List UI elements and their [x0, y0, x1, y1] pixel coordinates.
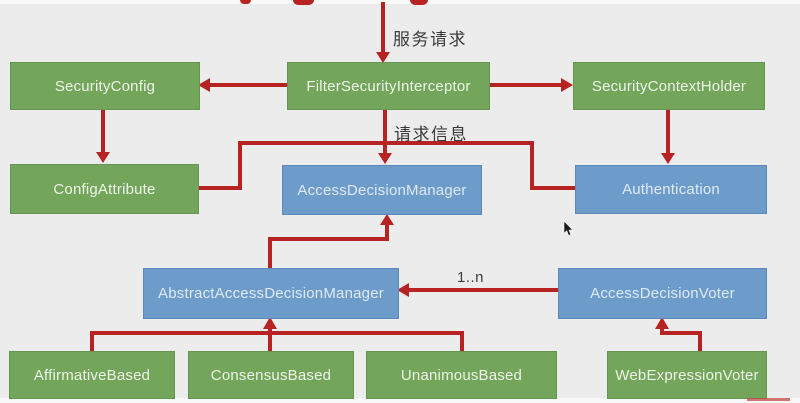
cropped-title-stroke — [410, 0, 428, 5]
mouse-cursor-icon — [563, 221, 574, 236]
edge-label-multiplicity: 1..n — [457, 269, 485, 286]
node-label: SecurityConfig — [54, 77, 156, 95]
arrowhead-down-icon — [661, 153, 675, 164]
edge-label-service-request: 服务请求 — [393, 30, 467, 49]
node-filter-security-interceptor: FilterSecurityInterceptor — [287, 62, 490, 110]
node-label: AbstractAccessDecisionManager — [158, 285, 384, 302]
node-web-expression-voter: WebExpressionVoter — [607, 351, 767, 399]
edge-configattribute-to-bus — [197, 141, 242, 190]
edge-authentication-to-bus — [530, 141, 575, 190]
node-label: AccessDecisionVoter — [590, 285, 735, 302]
node-access-decision-voter: AccessDecisionVoter — [558, 268, 767, 319]
node-label: WebExpressionVoter — [615, 366, 759, 384]
edge-label-request-info: 请求信息 — [394, 125, 468, 144]
bottom-edge-strip — [0, 398, 800, 403]
node-security-config: SecurityConfig — [10, 62, 200, 110]
node-label: SecurityContextHolder — [591, 77, 747, 95]
arrowhead-up-icon — [380, 214, 394, 225]
edge-webexpression-to-voter — [660, 328, 702, 351]
node-unanimous-based: UnanimousBased — [366, 351, 557, 399]
arrowhead-right-icon — [561, 78, 573, 92]
node-label: Authentication — [622, 181, 720, 198]
node-label: ConfigAttribute — [53, 180, 156, 198]
arrowhead-down-icon — [96, 152, 110, 163]
arrowhead-down-icon — [378, 153, 392, 164]
node-config-attribute: ConfigAttribute — [10, 164, 199, 214]
cropped-title-stroke — [240, 0, 251, 4]
edge-abstractadm-to-adm — [268, 225, 389, 268]
node-affirmative-based: AffirmativeBased — [9, 351, 175, 399]
node-access-decision-manager: AccessDecisionManager — [282, 165, 482, 215]
node-label: AffirmativeBased — [33, 366, 151, 384]
cropped-title-stroke — [293, 0, 314, 5]
node-consensus-based: ConsensusBased — [188, 351, 354, 399]
node-authentication: Authentication — [575, 165, 767, 214]
node-abstract-access-decision-manager: AbstractAccessDecisionManager — [143, 268, 399, 319]
edge-based-bus — [90, 331, 464, 351]
node-label: UnanimousBased — [400, 366, 523, 384]
cropped-red-mark — [747, 398, 790, 401]
node-label: FilterSecurityInterceptor — [306, 77, 471, 95]
node-label: AccessDecisionManager — [297, 181, 467, 199]
node-security-context-holder: SecurityContextHolder — [573, 62, 765, 110]
top-edge-strip — [0, 0, 800, 4]
node-label: ConsensusBased — [210, 366, 332, 384]
